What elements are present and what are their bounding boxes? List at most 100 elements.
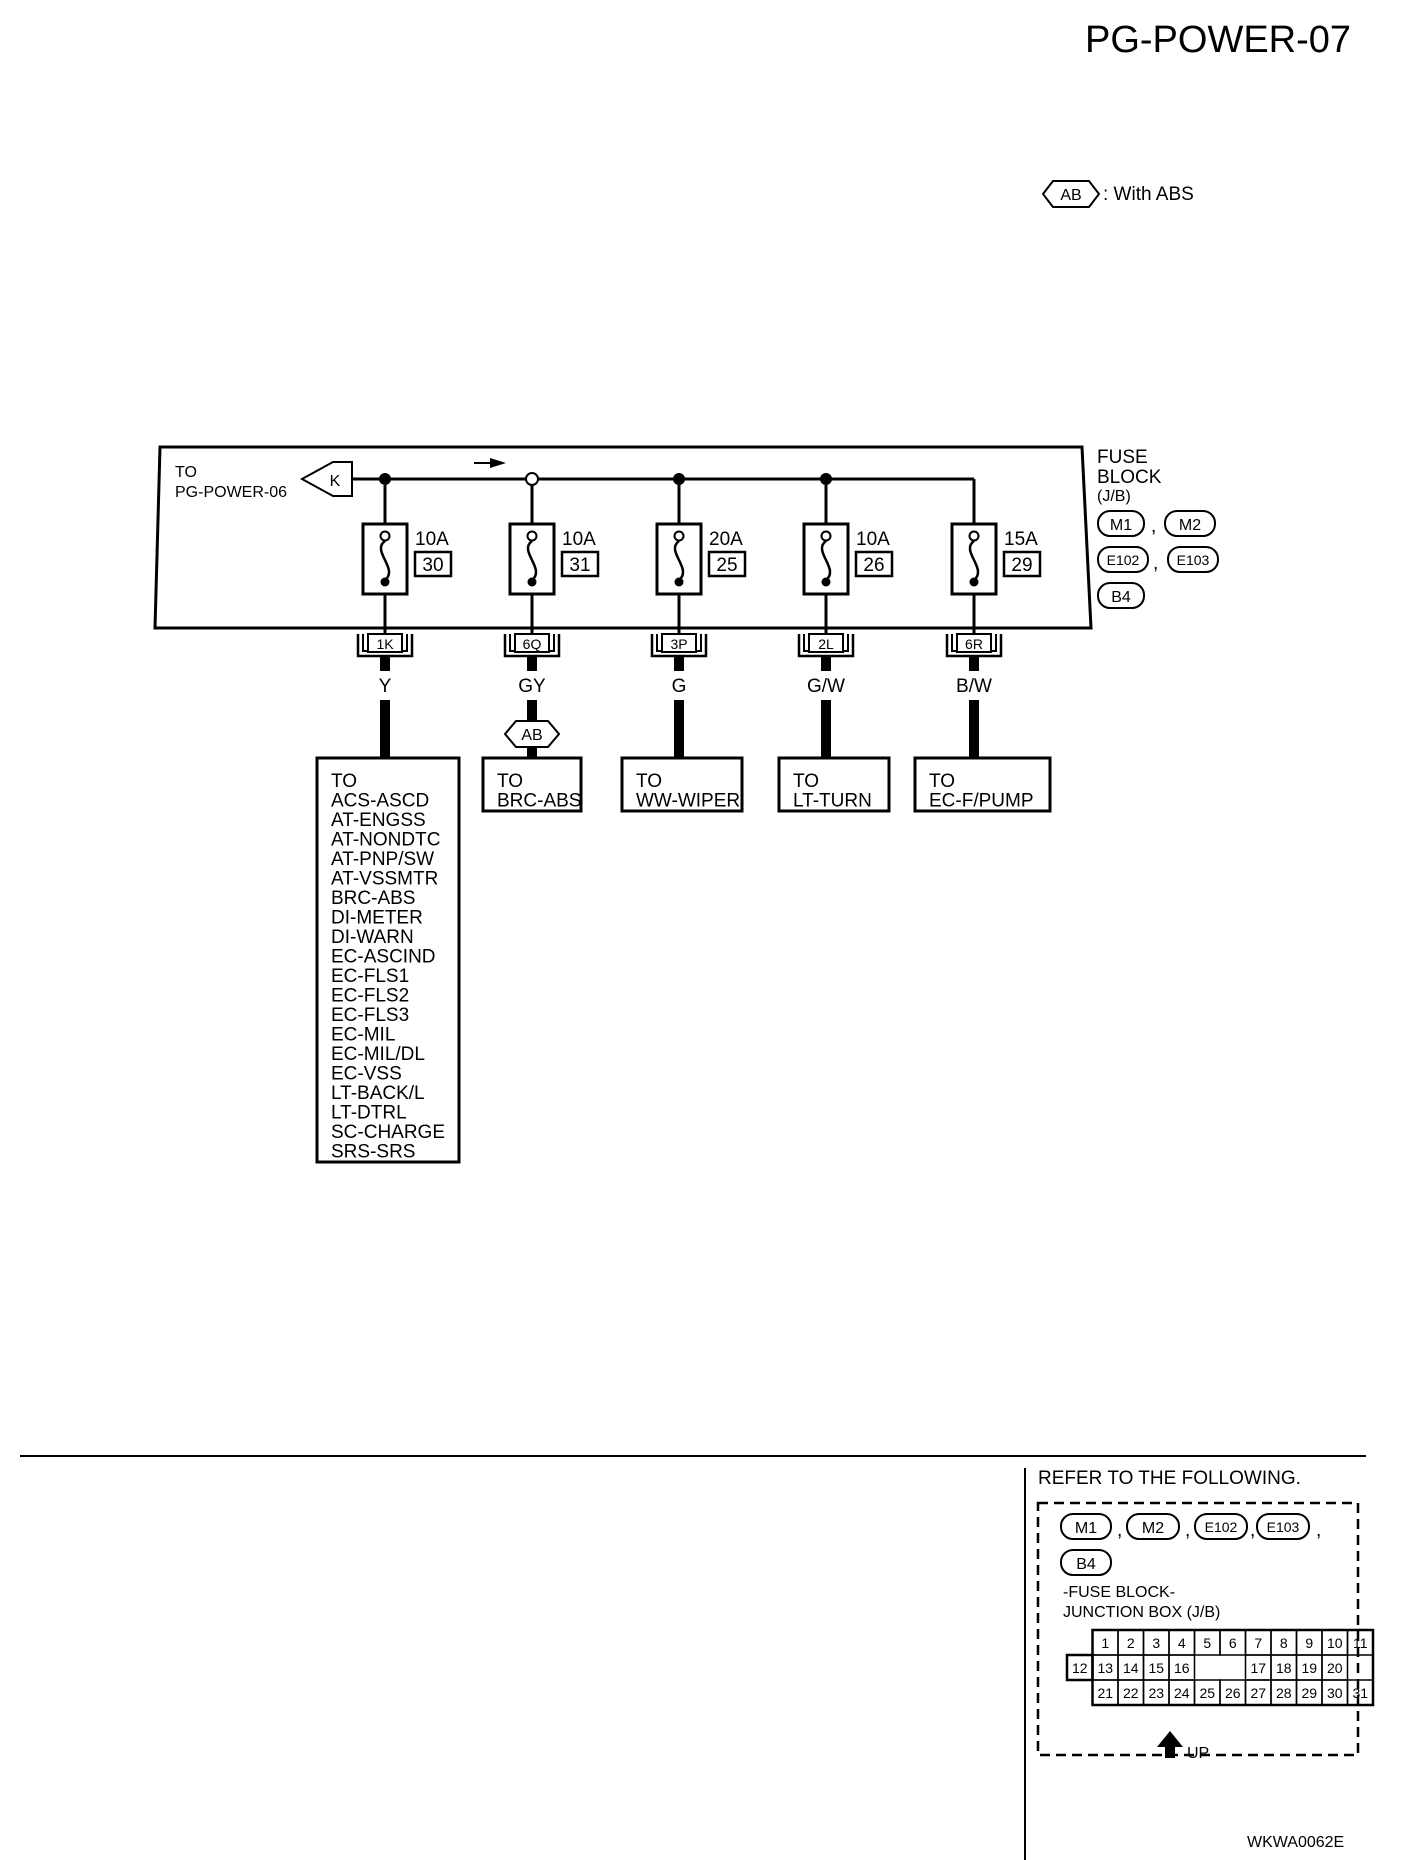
legend: AB : With ABS (1041, 180, 1194, 208)
pin-number: 23 (1148, 1685, 1164, 1701)
pin-cell (1346, 1679, 1374, 1706)
current-direction-arrow-icon (490, 458, 506, 468)
destination-section-label: EC-MIL/DL (331, 1044, 425, 1065)
fuse-amp-rating: 15A (1004, 529, 1038, 550)
terminal-box (661, 633, 697, 653)
reference-panel: REFER TO THE FOLLOWING. M1 , M2 , E102 ,… (1036, 1468, 1375, 1762)
wire-color-label: B/W (956, 676, 992, 697)
fuse-amp-rating: 10A (562, 529, 596, 550)
bus-splice-dot (379, 473, 391, 485)
wire-segment (821, 657, 831, 671)
fuse-bottom-terminal (380, 577, 390, 587)
reference-connector-label: M1 (1075, 1520, 1097, 1537)
wire-segment (969, 657, 979, 671)
fuse-element-icon (968, 539, 980, 581)
pin-number: 22 (1123, 1685, 1139, 1701)
destination-section-label: LT-BACK/L (331, 1083, 425, 1104)
bus-splice-dot (820, 473, 832, 485)
fuse-block-outline (153, 445, 1093, 630)
pin-number: 20 (1327, 1660, 1343, 1676)
wire-segment (674, 657, 684, 671)
pin-number: 29 (1301, 1685, 1317, 1701)
fuse-block-label-line-3: (J/B) (1097, 488, 1131, 505)
fuse-number: 26 (863, 555, 884, 576)
pin-number: 16 (1174, 1660, 1190, 1676)
wire-segment (380, 657, 390, 671)
pin-number: 3 (1152, 1635, 1160, 1651)
fuse-block-connector-badge (1167, 546, 1219, 573)
reference-connector-separator: , (1250, 1520, 1255, 1541)
wire-segment (527, 657, 537, 671)
page-title: PG-POWER-07 (1085, 19, 1351, 61)
fuse-number: 29 (1011, 555, 1032, 576)
destination-section-label: EC-F/PUMP (929, 791, 1034, 812)
destination-box: TOACS-ASCDAT-ENGSSAT-NONDTCAT-PNP/SWAT-V… (315, 756, 461, 1164)
terminal-bracket (797, 634, 855, 658)
reference-connector-badge (1194, 1513, 1248, 1540)
pin-number: 15 (1148, 1660, 1164, 1676)
terminal-box (514, 633, 550, 653)
destination-section-label: EC-ASCIND (331, 947, 436, 968)
terminal-bracket (945, 634, 1003, 658)
destination-section-label: LT-TURN (793, 791, 872, 812)
pin-number: 7 (1254, 1635, 1262, 1651)
fuse-block-connector-badge (1097, 510, 1145, 537)
destination-to-label: TO (793, 771, 819, 792)
legend-text: : With ABS (1103, 184, 1194, 205)
fuse-block-connector-badge (1164, 510, 1216, 537)
fuse-block-connector-label: B4 (1111, 589, 1131, 606)
destination-section-label: EC-MIL (331, 1025, 395, 1046)
terminal-label: 2L (818, 636, 834, 652)
fuse-number: 25 (716, 555, 737, 576)
terminal-label: 6R (965, 636, 983, 652)
reference-connector-separator: , (1185, 1520, 1190, 1541)
reference-connector-label: M2 (1142, 1520, 1164, 1537)
destination-section-label: BRC-ABS (497, 791, 581, 812)
pin-number: 12 (1072, 1660, 1088, 1676)
pin-number: 26 (1225, 1685, 1241, 1701)
figure-id: WKWA0062E (1247, 1834, 1344, 1851)
reference-dashed-box (1036, 1501, 1360, 1757)
destination-frame (481, 756, 583, 813)
pin-number: 25 (1199, 1685, 1215, 1701)
fuse-top-terminal (673, 530, 685, 542)
fuse-top-terminal (379, 530, 391, 542)
pin-number: 30 (1327, 1685, 1343, 1701)
reference-connector-badge (1256, 1513, 1310, 1540)
fuse-number-box (1002, 550, 1042, 578)
fuse-block-connector-separator: , (1153, 553, 1158, 574)
fuse-number: 31 (569, 555, 590, 576)
reference-heading: REFER TO THE FOLLOWING. (1038, 1468, 1301, 1489)
destination-section-label: AT-ENGSS (331, 810, 426, 831)
fuse-element-icon (526, 539, 538, 581)
reference-description-line-1: -FUSE BLOCK- (1063, 1584, 1175, 1601)
reference-connector-badge (1060, 1549, 1112, 1576)
pin-number: 28 (1276, 1685, 1292, 1701)
destination-to-label: TO (497, 771, 523, 792)
destination-section-label: WW-WIPER (636, 791, 740, 812)
option-symbol-label: AB (521, 727, 542, 744)
fuse-bottom-terminal (969, 577, 979, 587)
bus-splice-dot (673, 473, 685, 485)
fuse-columns: 10A301KY10A316QGYAB20A253PG10A262LG/W15A… (356, 472, 1042, 758)
fuse-amp-rating: 10A (415, 529, 449, 550)
fuse-amp-rating: 20A (709, 529, 743, 550)
reference-connector-label: E102 (1205, 1519, 1238, 1535)
destination-to-label: TO (929, 771, 955, 792)
wire-segment (969, 700, 979, 758)
destination-section-label: LT-DTRL (331, 1103, 407, 1124)
fuse-block-connector-badge (1097, 582, 1145, 609)
source-connector-label: K (330, 473, 341, 490)
reference-connector-badge (1126, 1513, 1180, 1540)
fuse-block-connector-label: E102 (1107, 552, 1140, 568)
terminal-box (956, 633, 992, 653)
fuse-top-terminal (820, 530, 832, 542)
source-label: TO PG-POWER-06 K (175, 461, 353, 501)
